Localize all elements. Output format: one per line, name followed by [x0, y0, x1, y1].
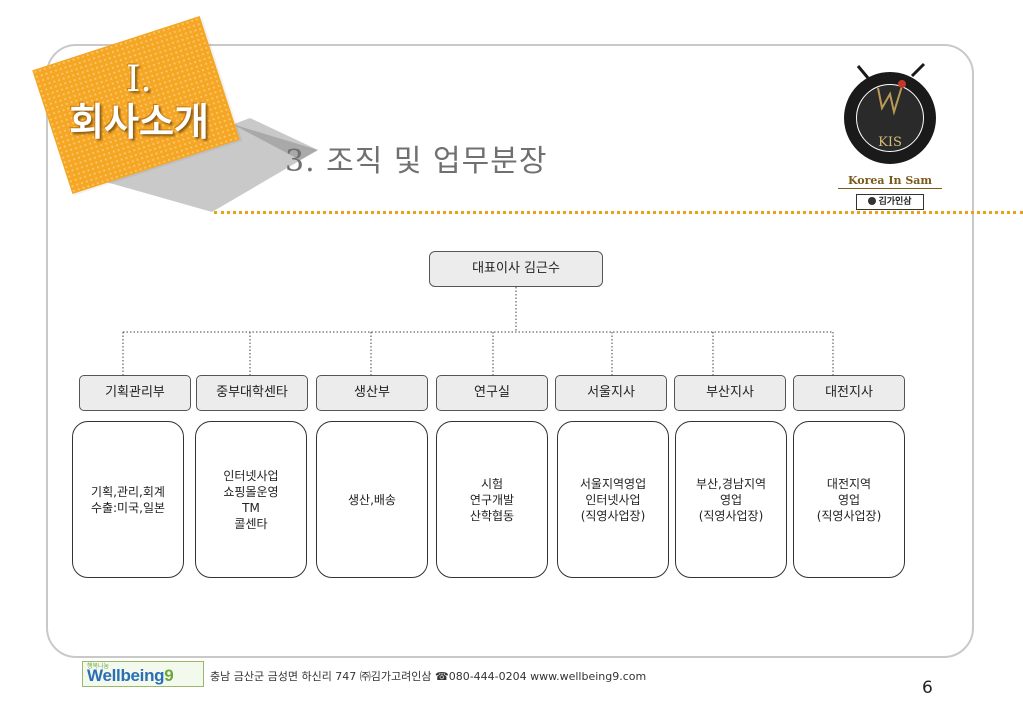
kis-emblem-icon: KIS — [844, 62, 936, 164]
banner-title: 회사소개 — [69, 99, 209, 144]
duty-production: 생산,배송 — [316, 421, 428, 578]
dept-seoul-branch: 서울지사 — [555, 375, 667, 411]
duty-daejeon-branch: 대전지역 영업 (직영사업장) — [793, 421, 905, 578]
banner-text: I. 회사소개 — [44, 60, 234, 144]
wellbeing9-logo: 행복나눔 Wellbeing9 — [82, 661, 204, 687]
logo-sub-text: 김가인삼 — [878, 197, 912, 207]
section-title: 3. 조직 및 업무분장 — [285, 144, 548, 179]
page-number: 6 — [922, 678, 933, 698]
dept-jungbu-center: 중부대학센타 — [196, 375, 308, 411]
banner-shadow — [92, 118, 318, 212]
duty-busan-branch: 부산,경남지역 영업 (직영사업장) — [675, 421, 787, 578]
dept-daejeon-branch: 대전지사 — [793, 375, 905, 411]
footer-logo-num: 9 — [164, 666, 174, 685]
dept-busan-branch: 부산지사 — [674, 375, 786, 411]
dept-production: 생산부 — [316, 375, 428, 411]
company-logo: KIS Korea In Sam 김가인삼 — [838, 58, 942, 214]
logo-dot-icon — [868, 197, 877, 205]
duty-jungbu-center: 인터넷사업 쇼핑몰운영 TM 콜센타 — [195, 421, 307, 578]
dept-research: 연구실 — [436, 375, 548, 411]
header-divider — [214, 211, 1023, 214]
logo-emblem-text: KIS — [878, 135, 902, 150]
slide-frame — [46, 44, 974, 658]
dept-planning: 기획관리부 — [79, 375, 191, 411]
footer-logo-word: Wellbeing9 — [87, 666, 174, 686]
footer-logo-tag: 행복나눔 — [87, 663, 110, 670]
footer-contact: 충남 금산군 금성면 하신리 747 ㈜김가고려인삼 ☎080-444-0204… — [210, 670, 647, 683]
ceo-box: 대표이사 김근수 — [429, 251, 603, 287]
footer-logo-word-text: Wellbeing — [87, 666, 165, 685]
logo-brand: Korea In Sam — [838, 174, 942, 189]
duty-research: 시험 연구개발 산학협동 — [436, 421, 548, 578]
duty-planning: 기획,관리,회계 수출:미국,일본 — [72, 421, 184, 578]
banner-roman: I. — [126, 59, 152, 100]
logo-sub: 김가인삼 — [856, 194, 924, 210]
duty-seoul-branch: 서울지역영업 인터넷사업 (직영사업장) — [557, 421, 669, 578]
